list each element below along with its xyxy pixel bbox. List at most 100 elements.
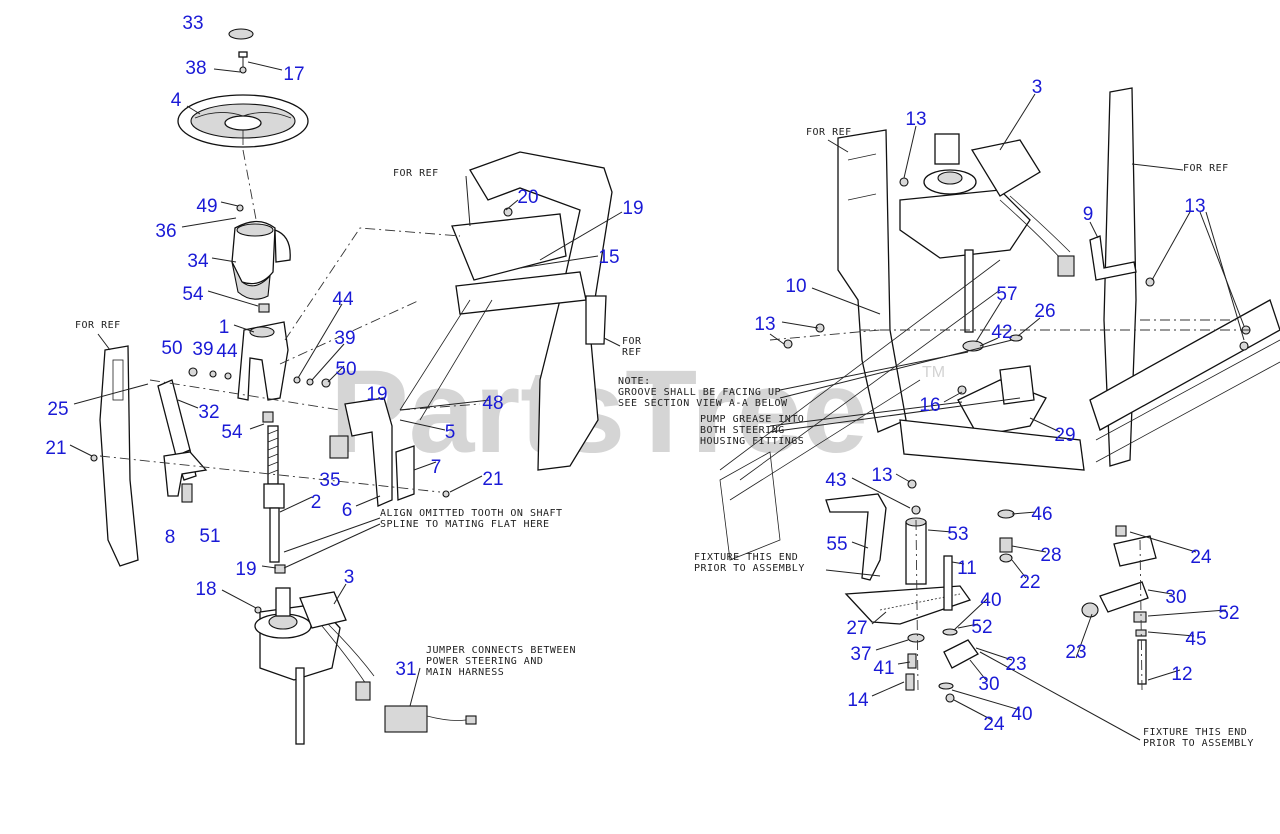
jumper-harness-part (384, 705, 428, 733)
callout-number: 13 (1184, 196, 1205, 217)
damper-bracket-part (163, 451, 208, 497)
cross-member-part (899, 419, 1085, 471)
diagram-note-line: FIXTURE THIS END (694, 552, 798, 563)
rear-frame-plate-part (1103, 87, 1137, 467)
watermark: PartsTree TM (330, 346, 945, 478)
sector-gear-part (844, 585, 972, 625)
center-bracket-part (344, 397, 393, 507)
diagram-note-line: BOTH STEERING (700, 425, 785, 436)
callout-number: 39 (334, 328, 355, 349)
callout-number: 9 (1083, 204, 1094, 225)
callout-number: 34 (187, 251, 209, 272)
diagram-note-line: GROOVE SHALL BE FACING UP (618, 387, 781, 398)
diagram-note-line: MAIN HARNESS (426, 667, 504, 678)
callout-number: 43 (825, 470, 846, 491)
callout-number: 1 (219, 317, 230, 338)
callout-number: 33 (182, 13, 203, 34)
callout-number: 30 (1165, 587, 1186, 608)
watermark-trademark: TM (922, 364, 945, 381)
diagram-note-line: HOUSING FITTINGS (700, 436, 804, 447)
callout-number: 8 (165, 527, 176, 548)
callout-number: 7 (431, 457, 442, 478)
diagram-note: FOR REF (75, 320, 121, 331)
steering-shroud-part (231, 220, 276, 285)
callout-number: 53 (947, 524, 968, 545)
callout-number: 40 (1011, 704, 1032, 725)
callout-number: 2 (311, 492, 322, 513)
callout-number: 42 (991, 322, 1012, 343)
callout-number: 31 (395, 659, 416, 680)
callout-number: 44 (216, 341, 238, 362)
callout-number: 51 (199, 526, 220, 547)
callout-number: 26 (1034, 301, 1055, 322)
diagram-note-line: SEE SECTION VIEW A-A BELOW (618, 398, 788, 409)
callout-number: 49 (196, 196, 217, 217)
callout-number: 3 (344, 567, 355, 588)
callout-number: 21 (482, 469, 503, 490)
callout-number: 39 (192, 339, 213, 360)
diagram-note-line: PUMP GREASE INTO (700, 414, 804, 425)
right-frame-plate-part (837, 129, 907, 433)
callout-number: 41 (873, 658, 894, 679)
callout-number: 46 (1031, 504, 1052, 525)
steering-arm-part (825, 493, 887, 581)
diagram-note-line: PRIOR TO ASSEMBLY (694, 563, 805, 574)
power-steering-unit-upper-part (899, 189, 1031, 259)
callout-number: 21 (45, 438, 66, 459)
diagram-note: FOR REF (393, 168, 439, 179)
callout-number: 52 (971, 617, 992, 638)
diagram-note-line: SPLINE TO MATING FLAT HERE (380, 519, 550, 530)
u-joint-part (263, 483, 285, 509)
callout-number: 12 (1171, 664, 1192, 685)
callout-number: 44 (332, 289, 354, 310)
callout-number: 48 (482, 393, 503, 414)
diagram-note-line: PRIOR TO ASSEMBLY (1143, 738, 1254, 749)
callout-number: 25 (47, 399, 68, 420)
callout-number: 23 (1005, 654, 1026, 675)
callout-number: 29 (1054, 425, 1075, 446)
tie-rod-part (1099, 581, 1149, 613)
column-bracket-part (237, 321, 289, 401)
diagram-note-line: FOR REF (393, 168, 439, 179)
callout-number: 23 (1065, 642, 1086, 663)
left-steering-assembly (90, 28, 613, 745)
callout-number: 24 (983, 714, 1005, 735)
callout-number: 6 (342, 500, 353, 521)
callout-number: 19 (235, 559, 256, 580)
callout-number: 17 (283, 64, 304, 85)
callout-number: 14 (847, 690, 869, 711)
diagram-note: FOR REF (1183, 163, 1229, 174)
callout-number: 57 (996, 284, 1017, 305)
diagram-note-line: NOTE: (618, 376, 651, 387)
callout-number: 40 (980, 590, 1001, 611)
callout-number: 10 (785, 276, 806, 297)
callout-number: 55 (826, 534, 847, 555)
diagram-note-line: FOR REF (75, 320, 121, 331)
callout-number: 24 (1190, 547, 1212, 568)
callout-number: 13 (871, 465, 892, 486)
callout-number: 18 (195, 579, 216, 600)
left-frame-plate-part (99, 345, 139, 567)
callout-number: 19 (622, 198, 643, 219)
callout-number: 30 (978, 674, 999, 695)
callout-number: 13 (754, 314, 775, 335)
callout-number: 13 (905, 109, 926, 130)
right-steering-assembly (719, 87, 1280, 703)
callout-number: 19 (366, 384, 387, 405)
callout-number: 54 (182, 284, 204, 305)
callout-number: 11 (957, 558, 977, 579)
damper-part (157, 379, 191, 457)
callout-number: 15 (598, 247, 619, 268)
callout-number: 22 (1019, 572, 1040, 593)
bushing-part (905, 521, 927, 585)
side-rail-part (1089, 299, 1280, 431)
mounting-plate-part (451, 213, 567, 281)
diagram-note-line: POWER STEERING AND (426, 656, 543, 667)
